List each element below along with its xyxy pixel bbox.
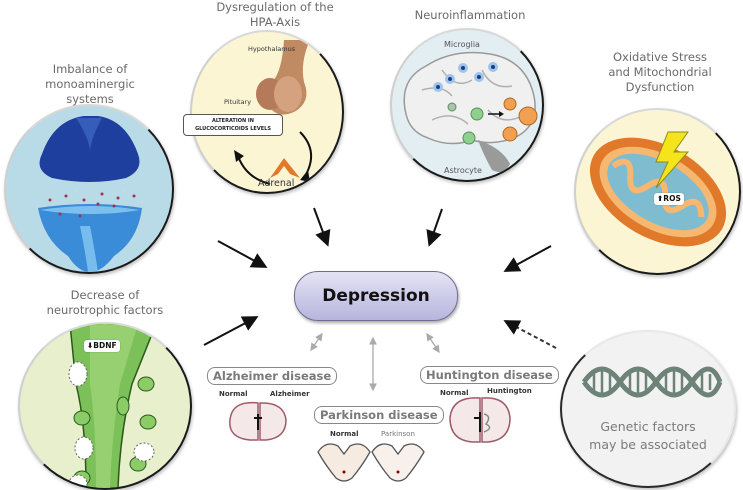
lightning-bolt-icon — [655, 131, 690, 189]
ros-tag: ⬆ROS — [654, 193, 684, 205]
neurotrophic-title-line2: neurotrophic factors — [46, 303, 164, 317]
bdnf-tag: ⬇BDNF — [84, 340, 120, 352]
alzheimer-title: Alzheimer disease — [207, 367, 338, 385]
hpa-illustration — [234, 40, 312, 185]
microglia-cells — [433, 62, 498, 92]
brain-illustration — [403, 51, 538, 172]
astrocyte-label: Astrocyte — [444, 166, 482, 175]
astrocyte-cells — [447, 102, 484, 145]
adrenal-label: Adrenal — [258, 178, 295, 189]
monoamine-synapse-circle — [4, 104, 174, 274]
hpa-axis-circle: Hypothalamus Pituitary Adrenal — [190, 30, 344, 194]
neuroinflammation-title: Neuroinflammation — [405, 8, 535, 23]
depression-node: Depression — [294, 271, 458, 321]
arrow-oxidative — [503, 245, 552, 272]
huntington-title: Huntington disease — [420, 366, 559, 384]
genetic-circle: Genetic factors may be associated — [560, 330, 736, 488]
synapse-illustration — [38, 116, 143, 272]
arrow-genetic-dashed — [503, 320, 557, 349]
neurotrophic-circle: ⬇BDNF — [18, 322, 192, 490]
arrow-neuroinflammation — [426, 208, 443, 247]
mitochondrion-illustration — [589, 131, 727, 247]
genetic-text: Genetic factors may be associated — [562, 418, 734, 454]
glucocorticoids-box-line1: ALTERATION IN — [212, 118, 254, 124]
arrow-alzheimer-bidirectional — [310, 332, 323, 352]
neurotrophic-title-line1: Decrease of — [70, 288, 140, 302]
parkinson-affected-section — [371, 443, 425, 482]
huntington-normal-section — [449, 397, 481, 443]
dna-base-pairs — [592, 370, 712, 394]
parkinson-normal-label: Normal — [330, 430, 359, 438]
glucocorticoids-box-line2: GLUCOCORTICOIDS LEVELS — [195, 126, 271, 132]
arrow-hpa — [313, 207, 331, 247]
lost-spines — [68, 361, 155, 488]
neurotransmitter-dots — [48, 189, 143, 218]
neuroinflammation-title-text: Neuroinflammation — [414, 8, 526, 22]
bdnf-tag-text: BDNF — [93, 341, 117, 350]
monoamine-title: Imbalance of monoaminergic systems — [20, 62, 160, 107]
microglia-label: Microglia — [444, 40, 480, 49]
alzheimer-normal-section — [229, 401, 259, 441]
parkinson-title: Parkinson disease — [314, 406, 444, 424]
glucocorticoids-box: ALTERATION IN GLUCOCORTICOIDS LEVELS — [183, 114, 283, 136]
alzheimer-disease-label: Alzheimer — [270, 390, 310, 398]
huntington-affected-section — [481, 397, 511, 443]
neuroinflammation-circle: Microglia Astrocyte — [390, 28, 544, 182]
oxidative-title-line2: and Mitochondrial — [608, 65, 712, 79]
brainstem-shape — [478, 140, 510, 172]
huntington-normal-label: Normal — [440, 389, 469, 397]
neurotrophic-title: Decrease of neurotrophic factors — [30, 288, 180, 318]
alzheimer-affected-section — [259, 402, 287, 441]
hpa-title-line1: Dysregulation of the — [216, 0, 334, 14]
alzheimer-normal-label: Normal — [219, 390, 248, 398]
down-arrow-icon: ⬇ — [87, 341, 94, 350]
up-arrow-icon: ⬆ — [657, 194, 664, 203]
huntington-disease-label: Huntington — [487, 387, 532, 395]
hpa-title-line2: HPA-Axis — [249, 15, 301, 29]
arrow-huntington-bidirectional — [426, 332, 440, 354]
dna-strand-2 — [581, 366, 723, 398]
parkinson-normal-section — [317, 443, 371, 482]
pituitary-label: Pituitary — [224, 98, 252, 106]
dna-illustration — [581, 366, 723, 398]
genetic-text-line1: Genetic factors — [600, 419, 696, 434]
monoamine-title-line1: Imbalance of — [52, 62, 128, 76]
oxidative-title: Oxidative Stress and Mitochondrial Dysfu… — [590, 50, 730, 95]
hypothalamus-label: Hypothalamus — [248, 45, 296, 53]
oxidative-title-line1: Oxidative Stress — [613, 50, 707, 64]
adrenal-gland-shape — [270, 158, 300, 178]
oxidative-title-line3: Dysfunction — [625, 80, 695, 94]
parkinson-disease-label: Parkinson — [381, 430, 415, 438]
monoamine-title-line2: monoaminergic systems — [45, 77, 135, 106]
ros-tag-text: ROS — [663, 194, 681, 203]
depression-label: Depression — [322, 286, 430, 306]
arrow-neurotrophic — [203, 316, 259, 346]
reactive-cells — [502, 97, 538, 142]
arrow-monoamine — [217, 240, 268, 268]
presynaptic-terminal — [39, 116, 140, 182]
genetic-text-line2: may be associated — [589, 437, 707, 452]
dendrite-illustration — [68, 324, 157, 488]
hpa-title: Dysregulation of the HPA-Axis — [215, 0, 335, 30]
oxidative-stress-circle: ⬆ROS — [574, 108, 741, 275]
